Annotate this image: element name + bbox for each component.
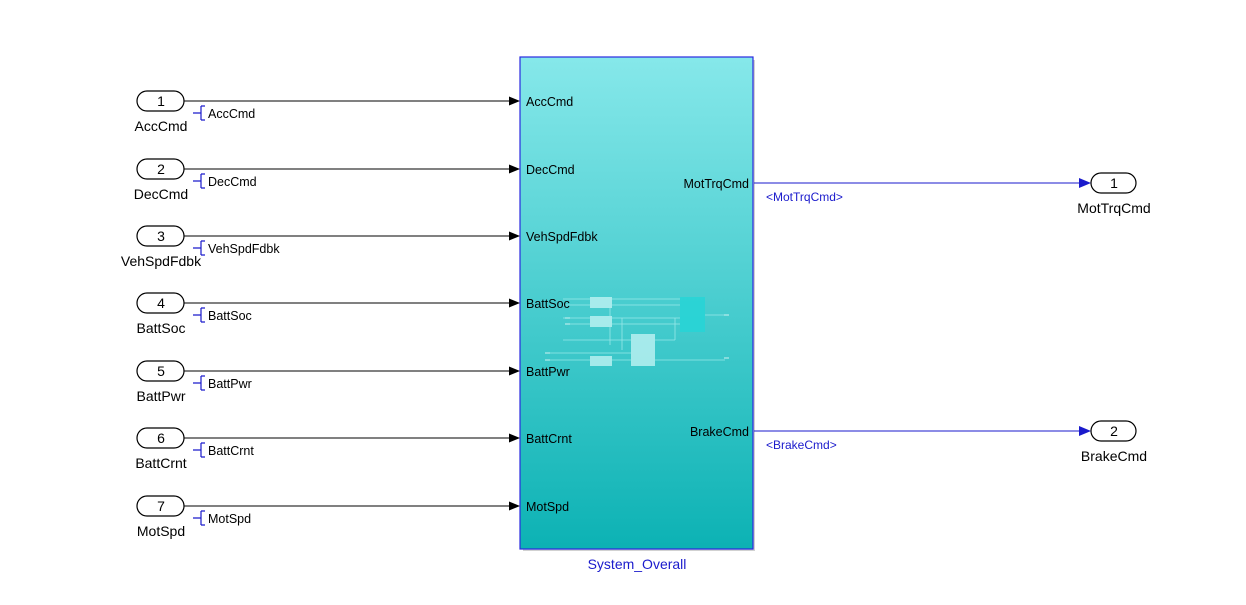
inport-name: VehSpdFdbk: [121, 253, 202, 269]
outport-pill[interactable]: [1090, 420, 1137, 442]
arrowhead-icon: [509, 433, 520, 443]
signal-name-marker-icon: [193, 240, 205, 256]
signal-label: BattPwr: [208, 377, 252, 391]
subsystem-input-label: AccCmd: [526, 95, 573, 109]
signal-name-marker-icon: [193, 510, 205, 526]
inport-number: 2: [157, 161, 165, 177]
arrowhead-icon: [1079, 426, 1091, 436]
bus-selector-label: <BrakeCmd>: [766, 438, 837, 452]
arrowhead-icon: [509, 298, 520, 308]
inport-number: 1: [157, 93, 165, 109]
signal-label: BattCrnt: [208, 444, 254, 458]
arrowhead-icon: [509, 164, 520, 174]
signal-label: DecCmd: [208, 175, 257, 189]
arrowhead-icon: [509, 501, 520, 511]
inports-group: 1AccCmdAccCmdAccCmd2DecCmdDecCmdDecCmd3V…: [121, 90, 598, 539]
subsystem-output-label: BrakeCmd: [690, 425, 749, 439]
arrowhead-icon: [509, 231, 520, 241]
inport-number: 5: [157, 363, 165, 379]
inport-number: 7: [157, 498, 165, 514]
outport-pill[interactable]: [1090, 172, 1137, 194]
subsystem-input-label: VehSpdFdbk: [526, 230, 598, 244]
subsystem-output-label: MotTrqCmd: [683, 177, 749, 191]
outports-group: MotTrqCmd<MotTrqCmd>1MotTrqCmdBrakeCmd<B…: [683, 172, 1151, 464]
outport-number: 1: [1110, 175, 1118, 191]
subsystem-block[interactable]: System_Overall: [519, 56, 755, 572]
inport-name: MotSpd: [137, 523, 185, 539]
signal-name-marker-icon: [193, 105, 205, 121]
inport-name: DecCmd: [134, 186, 188, 202]
signal-name-marker-icon: [193, 307, 205, 323]
signal-name-marker-icon: [193, 173, 205, 189]
subsystem-name: System_Overall: [588, 556, 687, 572]
outport-name: BrakeCmd: [1081, 448, 1147, 464]
inport-number: 4: [157, 295, 165, 311]
signal-name-marker-icon: [193, 442, 205, 458]
signal-label: BattSoc: [208, 309, 252, 323]
signal-label: VehSpdFdbk: [208, 242, 280, 256]
arrowhead-icon: [509, 366, 520, 376]
signal-name-marker-icon: [193, 375, 205, 391]
subsystem-preview-icon: [545, 297, 729, 366]
subsystem-input-label: MotSpd: [526, 500, 569, 514]
arrowhead-icon: [1079, 178, 1091, 188]
inport-number: 3: [157, 228, 165, 244]
inport-name: BattSoc: [136, 320, 185, 336]
arrowhead-icon: [509, 96, 520, 106]
subsystem-input-label: BattSoc: [526, 297, 570, 311]
outport-number: 2: [1110, 423, 1118, 439]
inport-name: BattCrnt: [135, 455, 186, 471]
subsystem-input-label: BattCrnt: [526, 432, 572, 446]
inport-name: BattPwr: [136, 388, 185, 404]
outport-name: MotTrqCmd: [1077, 200, 1150, 216]
bus-selector-label: <MotTrqCmd>: [766, 190, 843, 204]
inport-name: AccCmd: [135, 118, 188, 134]
signal-label: AccCmd: [208, 107, 255, 121]
inport-number: 6: [157, 430, 165, 446]
subsystem-input-label: BattPwr: [526, 365, 570, 379]
subsystem-input-label: DecCmd: [526, 163, 575, 177]
signal-label: MotSpd: [208, 512, 251, 526]
